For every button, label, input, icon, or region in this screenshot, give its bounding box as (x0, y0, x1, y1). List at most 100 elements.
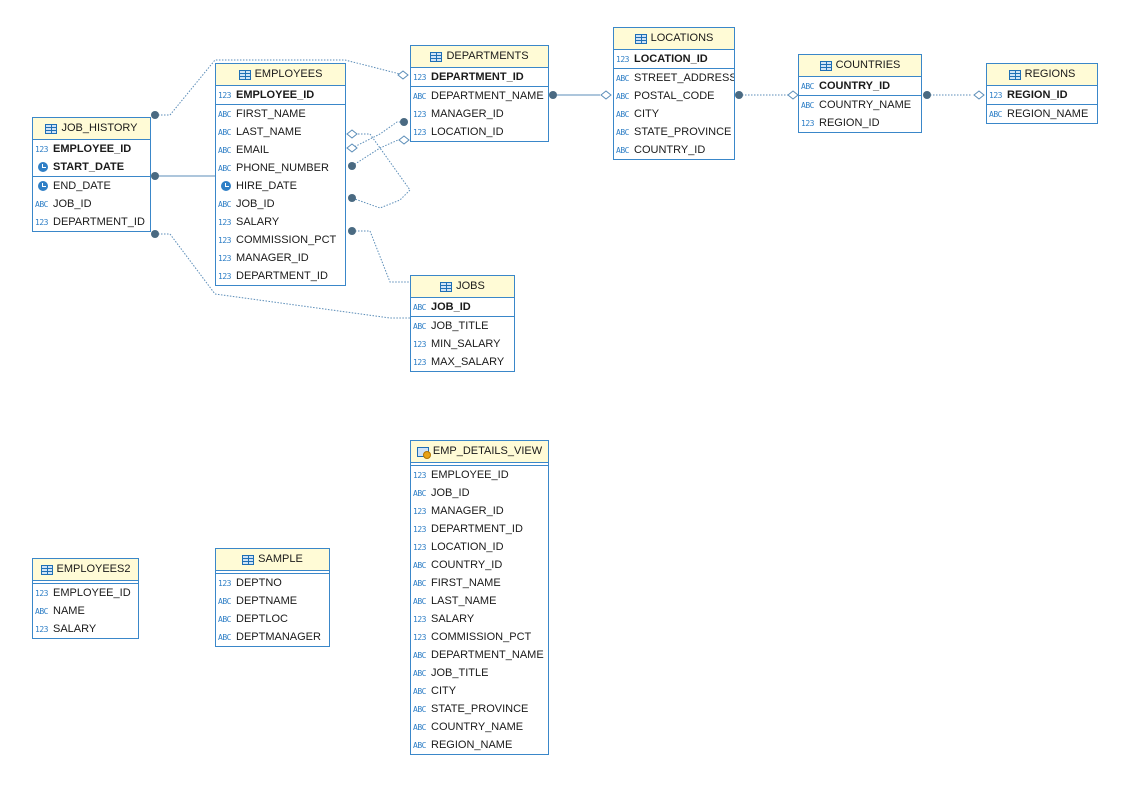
table-icon (40, 564, 53, 575)
clock-icon (218, 181, 234, 191)
column-name: SALARY (236, 216, 280, 228)
column-name: NAME (53, 605, 85, 617)
column-name: STREET_ADDRESS (634, 72, 734, 84)
table-header[interactable]: EMPLOYEES (216, 64, 345, 86)
column-name: SALARY (53, 623, 97, 635)
table-header[interactable]: EMPLOYEES2 (33, 559, 138, 581)
column-row[interactable]: HIRE_DATE (216, 177, 345, 195)
table-header[interactable]: EMP_DETAILS_VIEW (411, 441, 548, 463)
text-type-icon: ABC (413, 668, 426, 678)
table-header[interactable]: DEPARTMENTS (411, 46, 548, 68)
column-row[interactable]: START_DATE (33, 158, 150, 176)
table-header[interactable]: SAMPLE (216, 549, 329, 571)
text-type-icon: ABC (413, 91, 426, 101)
table-header[interactable]: LOCATIONS (614, 28, 734, 50)
column-row[interactable]: END_DATE (33, 177, 150, 195)
table-header[interactable]: REGIONS (987, 64, 1097, 86)
column-name: REGION_ID (1007, 89, 1068, 101)
column-name: JOB_ID (431, 487, 470, 499)
table-name: EMPLOYEES (254, 68, 323, 80)
column-name: LOCATION_ID (431, 541, 504, 553)
numeric-type-icon: 123 (413, 470, 426, 480)
table-header[interactable]: JOB_HISTORY (33, 118, 150, 140)
table-header[interactable]: JOBS (411, 276, 514, 298)
view-icon (416, 446, 431, 459)
column-name: DEPARTMENT_ID (53, 216, 145, 228)
text-type-icon: ABC (413, 560, 426, 570)
table-icon (440, 281, 453, 292)
table-header[interactable]: COUNTRIES (799, 55, 921, 77)
text-type-icon: ABC (413, 740, 426, 750)
text-type-icon: ABC (989, 109, 1002, 119)
